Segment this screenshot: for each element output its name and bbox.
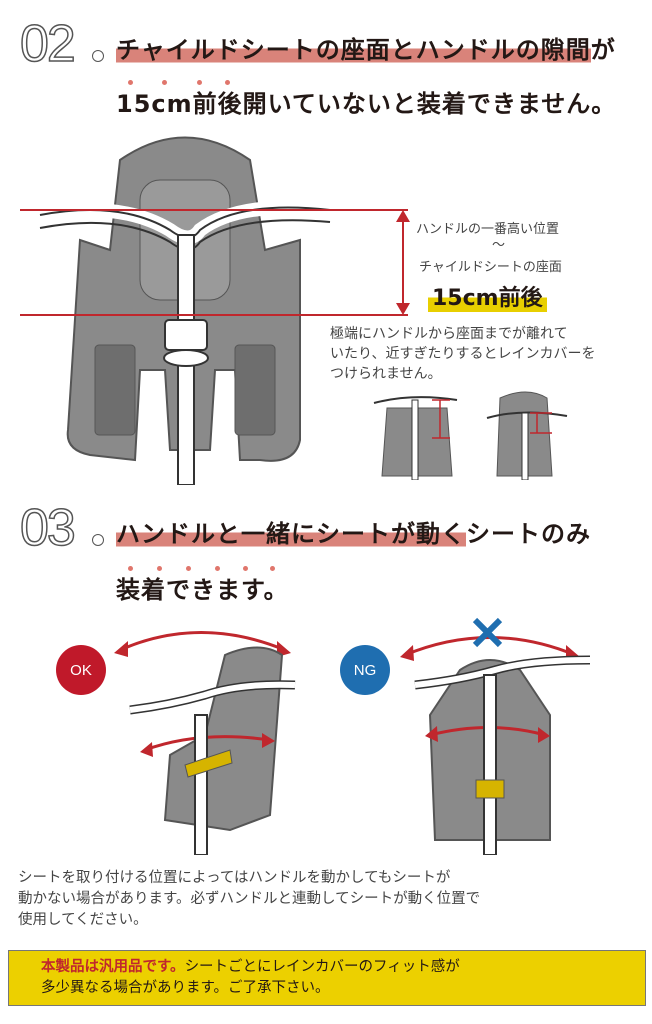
section02-note: 極端にハンドルから座面までが離れて いたり、近すぎたりするとレインカバーを つけ… <box>330 324 595 384</box>
note-line: 極端にハンドルから座面までが離れて <box>330 326 568 342</box>
heading-rest: シートのみ <box>466 520 591 548</box>
notice-emphasis: 本製品は汎用品です。 <box>41 959 185 975</box>
step-number-02: 02 <box>19 15 76 73</box>
notice-box: 本製品は汎用品です。シートごとにレインカバーのフィット感が 多少異なる場合があり… <box>8 950 646 1006</box>
emphasis-dot <box>197 80 202 85</box>
section03-heading: ハンドルと一緒にシートが動くシートのみ <box>116 520 591 548</box>
emphasis-dot <box>128 566 133 571</box>
notice-text: シートごとにレインカバーのフィット感が <box>184 959 460 975</box>
emphasis-dot <box>128 80 133 85</box>
note-line: つけられません。 <box>330 366 442 382</box>
step-dot <box>92 50 104 62</box>
ng-seat-illustration <box>400 617 591 855</box>
emphasis-dot <box>243 566 248 571</box>
label-top: ハンドルの一番高い位置 <box>416 222 560 237</box>
step-dot <box>92 534 104 546</box>
ok-seat-illustration <box>114 631 296 855</box>
note-line: いたり、近すぎたりするとレインカバーを <box>330 346 596 362</box>
note-line: シートを取り付ける位置によってはハンドルを動かしてもシートが <box>18 870 451 886</box>
section02-heading: チャイルドシートの座面とハンドルの隙間が <box>116 36 616 64</box>
emphasis-dot <box>186 566 191 571</box>
note-line: 動かない場合があります。必ずハンドルと連動してシートが動く位置で <box>18 891 481 907</box>
label-bottom: チャイルドシートの座面 <box>419 260 562 275</box>
incorrect-examples-illustration <box>373 391 568 480</box>
section03-line2: 装着できます。 <box>116 576 289 604</box>
ok-badge: OK <box>56 645 106 695</box>
note-line: 使用してください。 <box>18 912 148 928</box>
emphasis-dot <box>162 80 167 85</box>
step-number-03: 03 <box>19 499 76 557</box>
distance-label: 15cm前後 <box>428 280 547 312</box>
heading-rest: が <box>590 36 616 64</box>
emphasis-dot <box>157 566 162 571</box>
label-tilde: ～ <box>492 238 506 253</box>
emphasis-dot <box>270 566 275 571</box>
heading-highlight: ハンドルと一緒にシートが動く <box>116 520 466 548</box>
notice-text: 多少異なる場合があります。ご了承下さい。 <box>41 980 330 996</box>
section02-line2: 15cm前後開いていないと装着できません。 <box>116 90 617 118</box>
section03-note: シートを取り付ける位置によってはハンドルを動かしてもシートが 動かない場合があり… <box>18 868 480 931</box>
emphasis-dot <box>225 80 230 85</box>
emphasis-dot <box>215 566 220 571</box>
seat-handle-illustration <box>20 136 410 485</box>
heading-highlight: チャイルドシートの座面とハンドルの隙間 <box>116 36 591 64</box>
ng-badge: NG <box>340 645 390 695</box>
